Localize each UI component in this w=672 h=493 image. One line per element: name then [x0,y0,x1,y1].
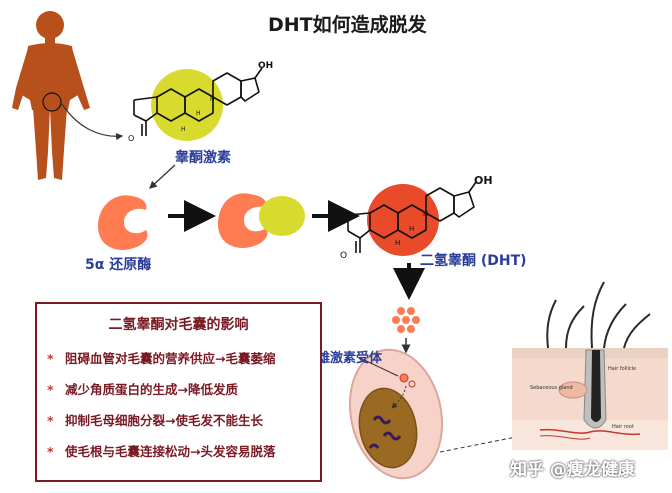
testosterone-molecule: O OH H H H [128,61,273,143]
enzyme-icon [98,195,148,250]
effect-item: * 使毛根与毛囊连接松动→头发容易脱落 [47,441,275,460]
enzyme-label: 5α 还原酶 [85,257,152,273]
bullet-star: * [47,351,54,366]
testosterone-oh: OH [258,61,273,71]
dht-label: 二氢睾酮 (DHT) [420,253,527,269]
effects-box: 二氢睾酮对毛囊的影响 * 阻碍血管对毛囊的营养供应→毛囊萎缩 * 减少角质蛋白的生成… [35,302,322,482]
testosterone-o: O [128,134,134,143]
body-to-molecule-arrow [61,103,124,141]
skin-cross-section [512,281,668,450]
cell-icon [348,348,444,480]
effect-text: 抑制毛母细胞分裂→使毛发不能生长 [65,413,263,428]
enzyme-complex-icon [218,193,305,248]
sebaceous-gland-label: Sebaceous gland [530,385,573,391]
testosterone-to-enzyme-arrow [149,164,176,189]
groin-highlight [42,92,62,112]
bullet-star: * [47,382,54,397]
page-title: DHT如何造成脱发 [268,14,427,36]
effect-text: 使毛根与毛囊连接松动→头发容易脱落 [65,444,276,459]
hair-follicle-label: Hair follicle [608,366,637,372]
hair-strands [546,281,651,349]
dht-h1: H [409,225,414,233]
receptor-label: 雄激素受体 [317,351,383,366]
testosterone-h2: H [210,96,215,103]
receptor-pointer [359,357,399,377]
effects-box-title: 二氢睾酮对毛囊的影响 [108,317,249,333]
testosterone-highlight [151,69,223,141]
testosterone-label: 睾酮激素 [175,150,231,166]
watermark: 知乎 @瘦龙健康 [510,460,635,480]
dht-h2: H [423,210,428,218]
dht-particles [392,307,420,333]
effect-text: 阻碍血管对毛囊的营养供应→毛囊萎缩 [65,351,276,366]
dht-o: O [340,251,347,261]
effect-item: * 减少角质蛋白的生成→降低发质 [47,379,238,398]
human-body-icon [12,11,90,180]
effect-text: 减少角质蛋白的生成→降低发质 [65,382,238,397]
bullet-star: * [47,413,54,428]
hair-root-label: Hair root [612,424,634,430]
nucleus-icon [358,387,418,469]
dht-oh: OH [474,174,493,187]
effect-item: * 抑制毛母细胞分裂→使毛发不能生长 [47,410,263,429]
dht-h3: H [395,239,400,247]
testosterone-h3: H [181,126,186,133]
dht-molecule: O OH H H H [340,174,493,261]
testosterone-h1: H [196,110,201,117]
effect-item: * 阻碍血管对毛囊的营养供应→毛囊萎缩 [47,348,275,367]
bullet-star: * [47,444,54,459]
